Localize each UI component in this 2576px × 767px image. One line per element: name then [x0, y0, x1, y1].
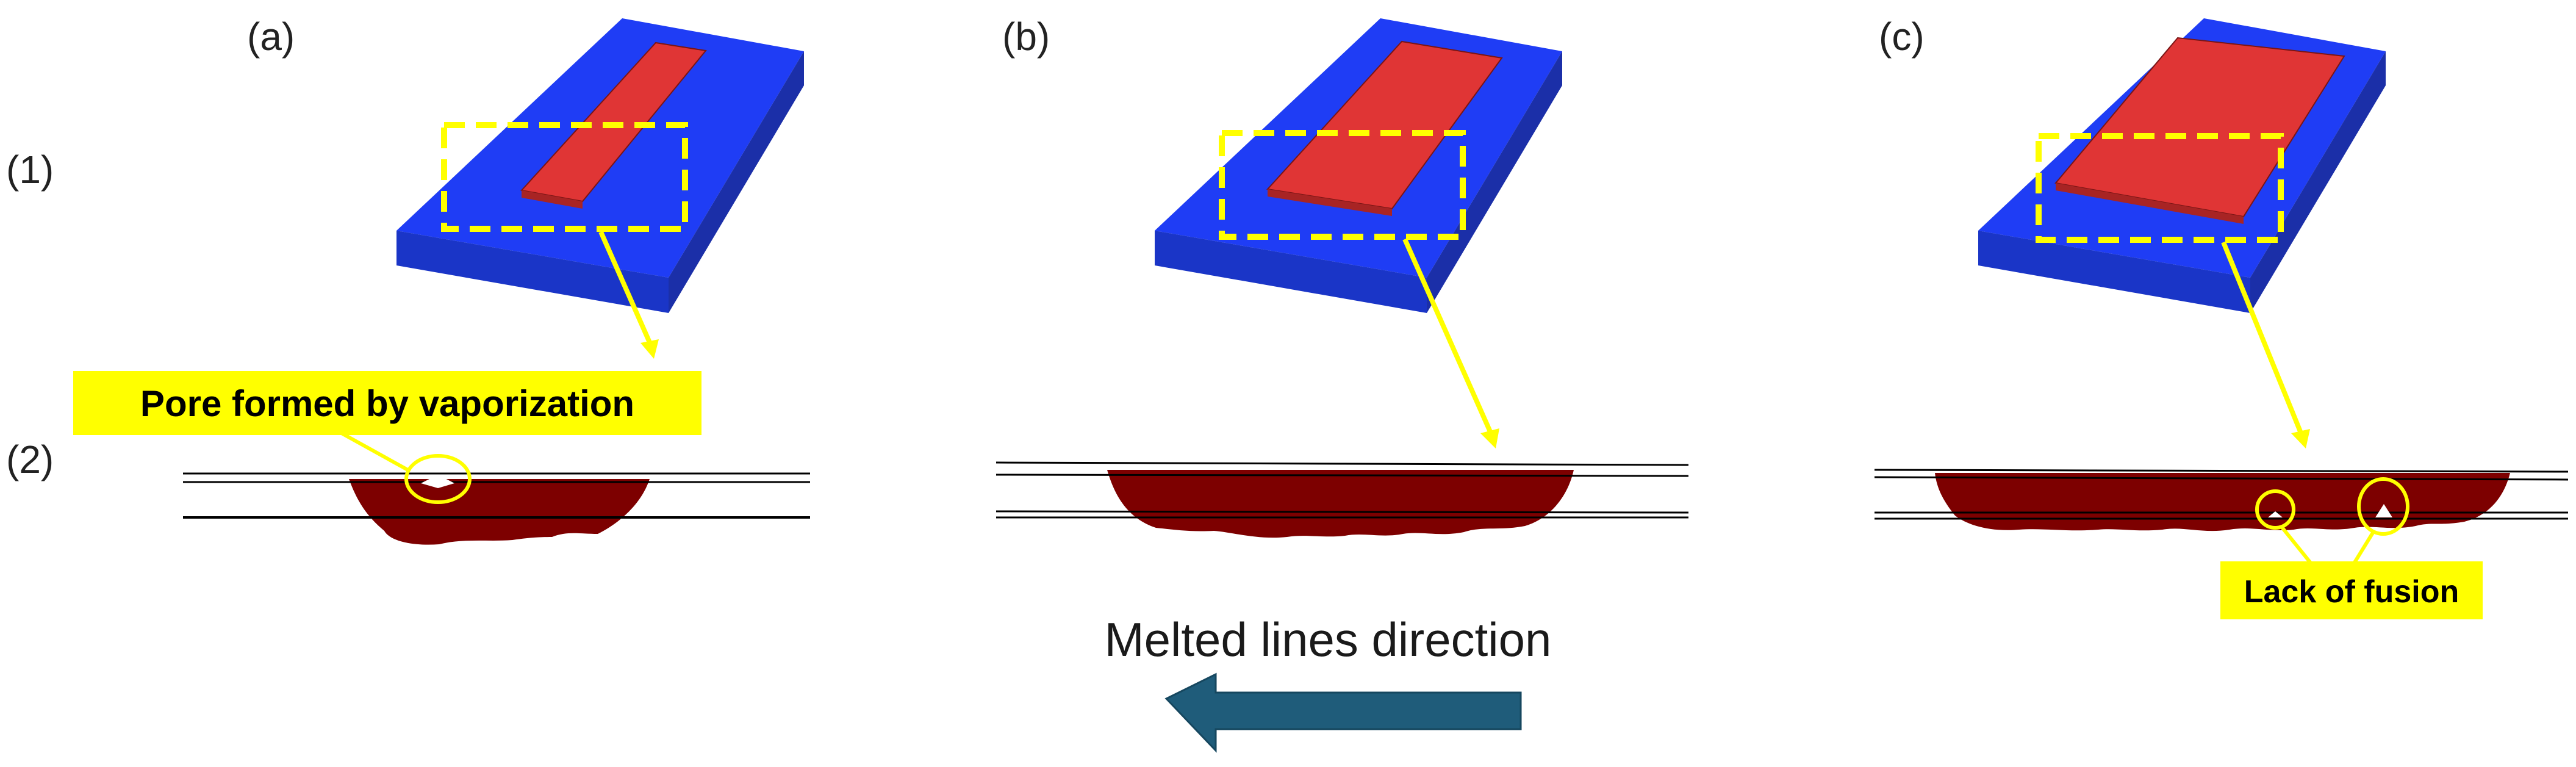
- zoom-arrowhead-a: [640, 339, 659, 359]
- fusion-pointer-2: [2352, 531, 2375, 566]
- fusion-void-1: [2268, 511, 2283, 517]
- panel-label-a: (a): [247, 15, 295, 59]
- cross-section-c: [1874, 469, 2569, 566]
- zoom-arrowhead-c: [2291, 429, 2310, 448]
- layer-line: [996, 474, 1689, 477]
- substrate-side: [1427, 51, 1562, 313]
- melt-pool-c: [1935, 473, 2510, 531]
- fusion-marker-1: [2255, 489, 2295, 530]
- fusion-pointer-1: [2280, 525, 2314, 566]
- zoom-arrow-c: [2221, 241, 2304, 436]
- panel-label-c: (c): [1879, 15, 1925, 59]
- callout-pore-text: Pore formed by vaporization: [140, 383, 634, 424]
- cross-section-b: [996, 461, 1689, 538]
- callout-lack-of-fusion-text: Lack of fusion: [2244, 574, 2459, 610]
- row-label-1: (1): [6, 148, 54, 192]
- melt-track-c: [2054, 37, 2345, 224]
- pore-pointer-a: [340, 431, 411, 473]
- cross-section-a: [183, 431, 810, 545]
- melt-track-b: [1266, 40, 1503, 216]
- row-label-2: (2): [6, 438, 54, 481]
- pore-marker-a: [404, 454, 472, 504]
- callout-pore: Pore formed by vaporization: [73, 371, 701, 435]
- melt-pool-b: [1107, 470, 1574, 538]
- direction-arrow: [1164, 672, 1522, 753]
- direction-label: Melted lines direction: [1105, 613, 1552, 666]
- substrate-front: [1155, 231, 1427, 313]
- pore-a: [421, 475, 454, 488]
- zoom-arrow-a: [598, 231, 654, 348]
- fusion-marker-2: [2357, 477, 2409, 536]
- melt-pool-a: [349, 479, 650, 545]
- substrate-side: [669, 51, 804, 313]
- zoom-arrow-b: [1402, 238, 1494, 436]
- zoom-box-c: [2036, 133, 2284, 243]
- zoom-box-a: [441, 122, 688, 232]
- substrate-front: [396, 231, 669, 313]
- panel-label-b: (b): [1002, 15, 1050, 59]
- substrate-side: [2250, 51, 2386, 313]
- zoom-box-b: [1219, 130, 1466, 240]
- layer-line: [1874, 469, 2569, 473]
- substrate-front: [1978, 231, 2250, 313]
- zoom-arrowhead-b: [1480, 428, 1499, 448]
- layer-line: [996, 510, 1689, 514]
- layer-line: [1874, 476, 2569, 481]
- layer-line: [996, 461, 1689, 466]
- fusion-void-2: [2375, 504, 2392, 517]
- callout-lack-of-fusion: Lack of fusion: [2220, 561, 2483, 619]
